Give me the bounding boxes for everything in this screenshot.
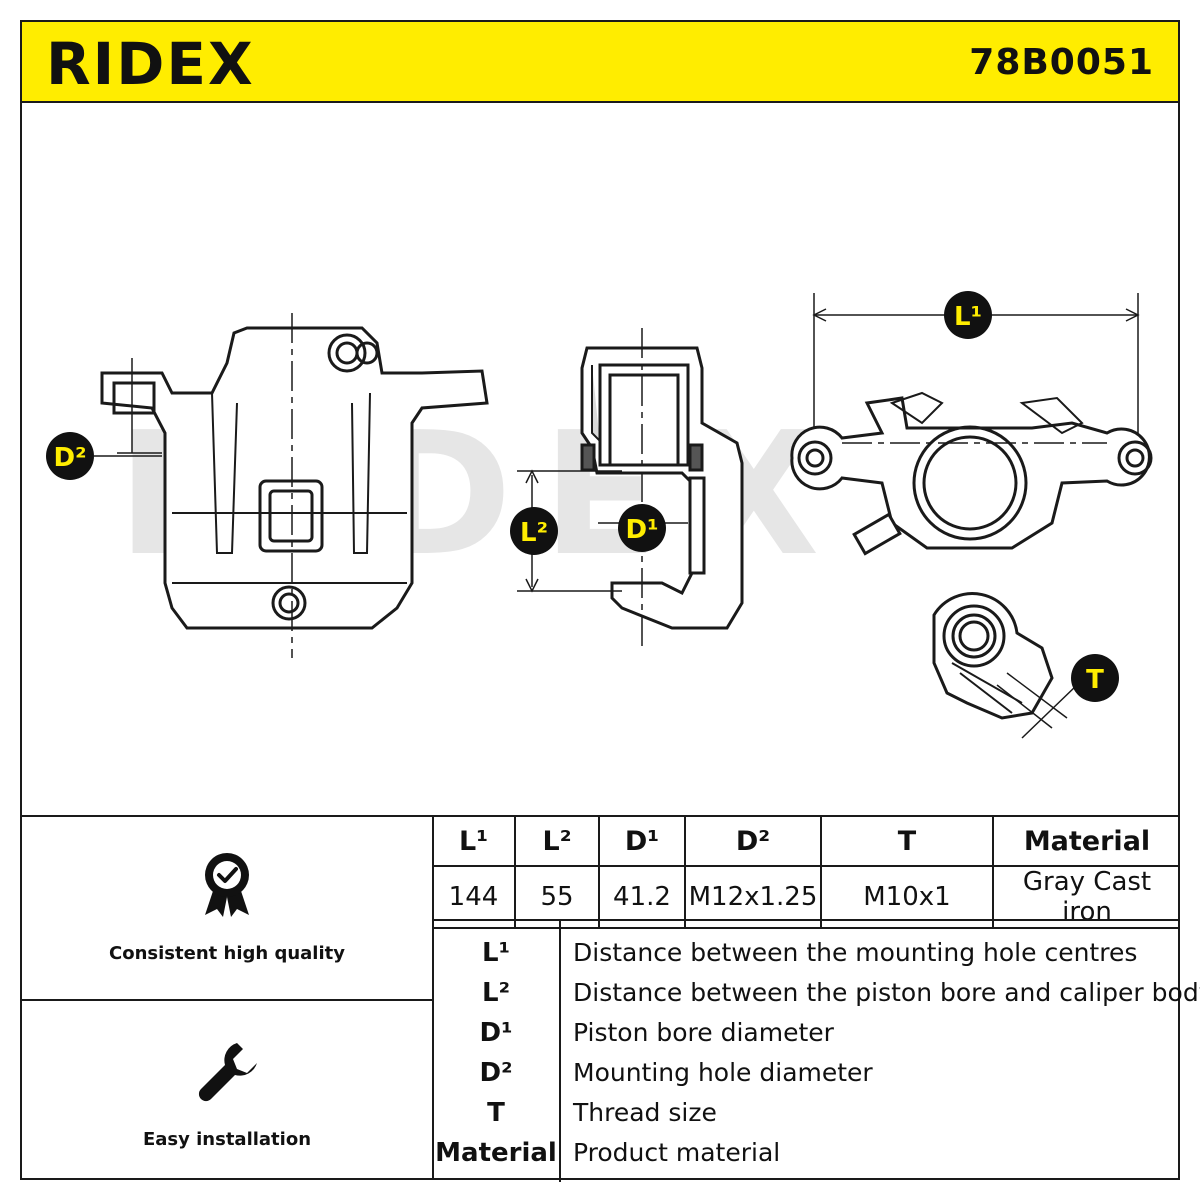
legend-row: Material Product material	[433, 1133, 1180, 1173]
legend-divider	[559, 921, 561, 1182]
legend-symbol: L¹	[482, 938, 510, 968]
section-view	[517, 328, 744, 648]
feature-install: Easy installation	[22, 1001, 432, 1180]
spec-header-d2: D²	[684, 817, 822, 867]
legend-row: D¹ Piston bore diameter	[433, 1013, 1180, 1053]
callout-d1: D¹	[618, 504, 666, 552]
feature-quality: Consistent high quality	[22, 817, 432, 1001]
spec-table: L¹ L² D¹ D² T Material 144 55 41.2 M12x1…	[433, 817, 1180, 929]
front-view	[100, 313, 489, 658]
legend-row: D² Mounting hole diameter	[433, 1053, 1180, 1093]
brand-logo-text: RIDEX	[46, 30, 255, 96]
callout-d2-label: D²	[54, 443, 87, 473]
legend-symbol: T	[487, 1098, 505, 1128]
caliper-drawing: RIDEX	[46, 291, 1153, 739]
info-section: Consistent high quality Easy installatio…	[22, 815, 1200, 1182]
legend-symbol: D¹	[479, 1018, 513, 1048]
spec-header-l2: L²	[514, 817, 600, 867]
legend-symbol: Material	[435, 1138, 557, 1168]
spec-value-d1: 41.2	[598, 865, 686, 929]
feature-quality-label: Consistent high quality	[109, 943, 345, 964]
legend-description: Distance between the mounting hole centr…	[573, 938, 1138, 967]
legend-description: Mounting hole diameter	[573, 1058, 873, 1087]
spec-header-l1: L¹	[433, 817, 516, 867]
spec-value-l1: 144	[433, 865, 516, 929]
spec-value-d2: M12x1.25	[684, 865, 822, 929]
legend-row: L² Distance between the piston bore and …	[433, 973, 1200, 1013]
legend-description: Piston bore diameter	[573, 1018, 834, 1047]
ridex-logo: RIDEX	[46, 30, 255, 96]
legend-symbol: D²	[479, 1058, 513, 1088]
spec-value-t: M10x1	[820, 865, 994, 929]
callout-d2: D²	[46, 432, 162, 480]
legend-description: Product material	[573, 1138, 781, 1167]
thread-detail	[932, 592, 1078, 739]
spec-header-d1: D¹	[598, 817, 686, 867]
callout-t-label: T	[1086, 665, 1104, 695]
spec-value-row: 144 55 41.2 M12x1.25 M10x1 Gray Cast iro…	[433, 865, 1180, 929]
features-panel: Consistent high quality Easy installatio…	[22, 817, 434, 1180]
technical-drawing: RIDEX	[22, 103, 1178, 815]
part-number: 78B0051	[969, 42, 1154, 83]
callout-l2: L²	[510, 507, 558, 555]
header-bar: RIDEX 78B0051	[22, 22, 1178, 103]
wrench-icon	[198, 1043, 257, 1102]
spec-header-t: T	[820, 817, 994, 867]
legend: L¹ Distance between the mounting hole ce…	[433, 919, 1200, 1182]
top-view	[790, 293, 1153, 556]
callout-l1: L¹	[944, 291, 992, 339]
spec-value-material: Gray Cast iron	[992, 865, 1180, 929]
legend-description: Thread size	[573, 1098, 717, 1127]
spec-value-l2: 55	[514, 865, 600, 929]
product-sheet: RIDEX 78B0051 RIDEX	[20, 20, 1200, 1182]
spec-header-material: Material	[992, 817, 1180, 867]
legend-symbol: L²	[482, 978, 510, 1008]
legend-row: T Thread size	[433, 1093, 1180, 1133]
callout-l2-label: L²	[520, 518, 548, 548]
callout-l1-label: L¹	[954, 302, 982, 332]
quality-badge-icon	[205, 853, 249, 917]
callout-t: T	[1071, 654, 1119, 702]
spec-header-row: L¹ L² D¹ D² T Material	[433, 817, 1180, 867]
feature-install-label: Easy installation	[142, 1129, 312, 1150]
legend-row: L¹ Distance between the mounting hole ce…	[433, 933, 1180, 973]
legend-description: Distance between the piston bore and cal…	[573, 978, 1200, 1007]
callout-d1-label: D¹	[626, 515, 659, 545]
